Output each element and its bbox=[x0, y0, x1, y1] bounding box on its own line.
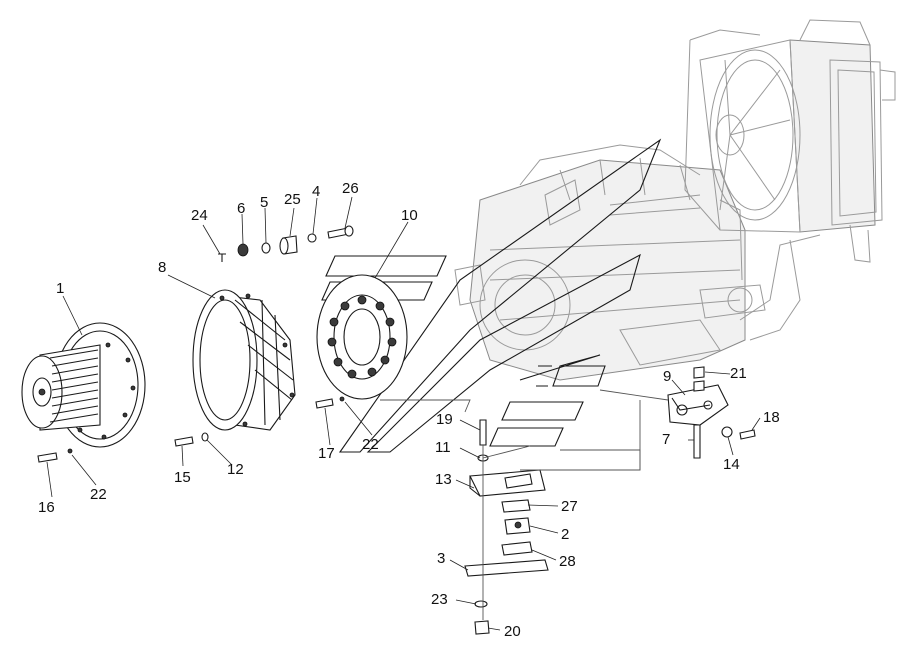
callout-14: 14 bbox=[723, 456, 740, 473]
callout-20: 20 bbox=[504, 623, 521, 640]
right-bracket-assembly bbox=[599, 366, 756, 459]
callout-2: 2 bbox=[561, 526, 569, 543]
callout-6: 6 bbox=[237, 200, 245, 217]
callout-28: 28 bbox=[559, 553, 576, 570]
engine-block-ghost bbox=[454, 144, 766, 381]
callout-16: 16 bbox=[38, 499, 55, 516]
callout-22-center: 22 bbox=[362, 436, 379, 453]
ring-bolts bbox=[327, 295, 397, 379]
radiator-ghost bbox=[684, 19, 896, 341]
callout-10: 10 bbox=[401, 207, 418, 224]
callout-27: 27 bbox=[561, 498, 578, 515]
flange-ring-part-10 bbox=[316, 274, 408, 400]
pulley-hub-part-1 bbox=[21, 322, 146, 448]
callout-26: 26 bbox=[342, 180, 359, 197]
callout-7: 7 bbox=[662, 431, 670, 448]
callout-19: 19 bbox=[436, 411, 453, 428]
callout-3: 3 bbox=[437, 550, 445, 567]
callout-13: 13 bbox=[435, 471, 452, 488]
callout-15: 15 bbox=[174, 469, 191, 486]
callout-18: 18 bbox=[763, 409, 780, 426]
callout-1: 1 bbox=[56, 280, 64, 297]
mounting-planes bbox=[321, 138, 662, 471]
callout-24: 24 bbox=[191, 207, 208, 224]
bell-housing-part-8 bbox=[192, 289, 296, 431]
callout-25: 25 bbox=[284, 191, 301, 208]
callout-12: 12 bbox=[227, 461, 244, 478]
callout-17: 17 bbox=[318, 445, 335, 462]
callout-11: 11 bbox=[435, 439, 451, 456]
leader-lines bbox=[46, 196, 761, 631]
callout-4: 4 bbox=[312, 183, 320, 200]
callout-labels: 1 2 3 4 5 6 7 8 9 10 11 12 13 14 15 16 1… bbox=[38, 180, 780, 640]
callout-22-left: 22 bbox=[90, 486, 107, 503]
small-hardware bbox=[37, 225, 354, 463]
mount-assembly bbox=[464, 400, 641, 635]
callout-21: 21 bbox=[730, 365, 747, 382]
callout-9: 9 bbox=[663, 368, 671, 385]
callout-5: 5 bbox=[260, 194, 268, 211]
callout-8: 8 bbox=[158, 259, 166, 276]
callout-23: 23 bbox=[431, 591, 448, 608]
